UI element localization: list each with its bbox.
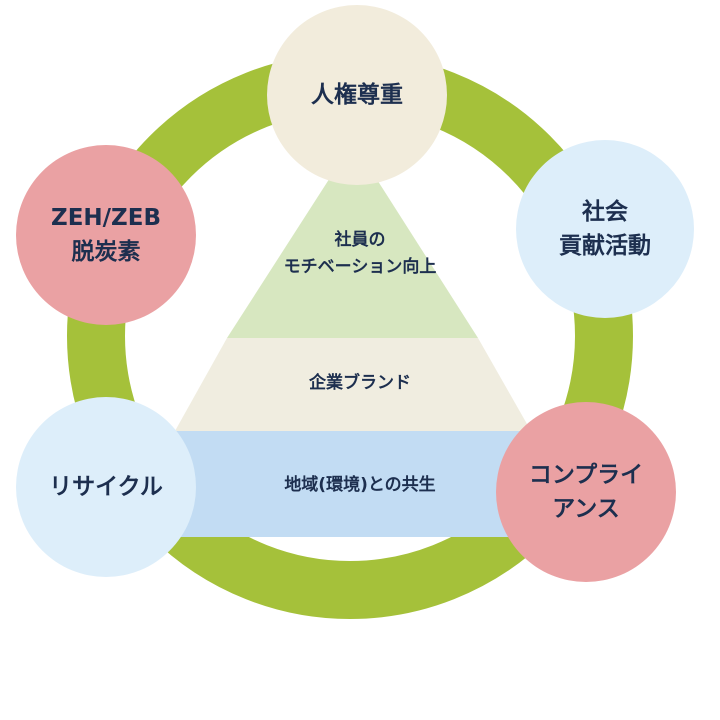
- pyramid-bottom-line1: 地域(環境)との共生: [284, 475, 436, 495]
- pyramid-top-line1: 社員の: [334, 230, 386, 250]
- circle-human-rights: 人権尊重: [267, 5, 447, 185]
- pyramid-middle-tier: [175, 338, 531, 431]
- circle-social-contribution: 社会 貢献活動: [516, 140, 694, 318]
- circle-compliance-line1: コンプライ: [528, 461, 644, 488]
- pyramid-middle-line1: 企業ブランド: [309, 373, 411, 393]
- circle-compliance: コンプライ アンス: [496, 402, 676, 582]
- circle-social-line2: 貢献活動: [559, 233, 651, 259]
- circle-zeh-line2: 脱炭素: [71, 239, 141, 265]
- circle-social-line1: 社会: [582, 198, 628, 225]
- circle-recycle: リサイクル: [16, 397, 196, 577]
- pyramid-top-line2: モチベーション向上: [283, 257, 437, 278]
- circle-zeh-line1: ZEH/ZEB: [51, 204, 161, 231]
- circle-compliance-line2: アンス: [552, 496, 620, 522]
- circle-zeh-zeb: ZEH/ZEB 脱炭素: [16, 145, 196, 325]
- circle-recycle-line1: リサイクル: [49, 473, 163, 500]
- pyramid-bottom-label: 地域(環境)との共生: [0, 472, 720, 499]
- pyramid-middle-label: 企業ブランド: [0, 370, 720, 397]
- pyramid-top-tier: [227, 142, 478, 338]
- pyramid-top-label: 社員の モチベーション向上: [0, 227, 720, 281]
- circle-human-rights-line1: 人権尊重: [311, 81, 403, 108]
- pyramid-bottom-tier: [106, 431, 600, 537]
